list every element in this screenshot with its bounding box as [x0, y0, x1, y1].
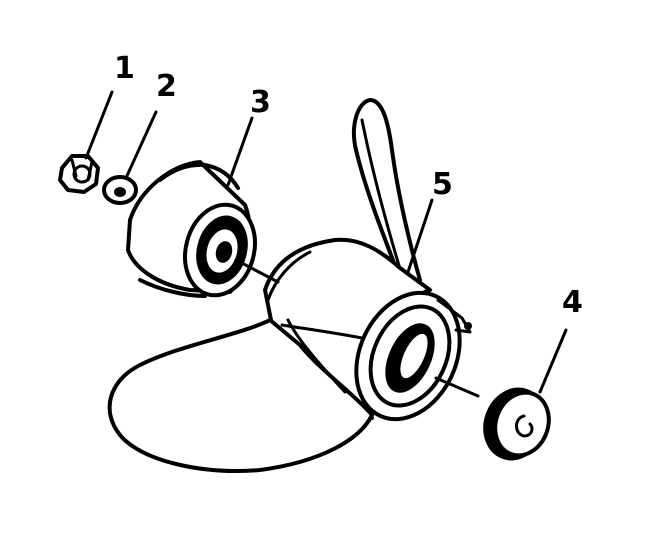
prop-nut-facet	[70, 158, 94, 182]
leader-2	[124, 110, 158, 180]
propeller-shaft-line	[434, 376, 480, 398]
callout-leaders	[84, 90, 568, 394]
prop-washer-hole	[114, 187, 126, 197]
thrust-spacer	[126, 160, 280, 298]
propeller-lower-blade-inner	[286, 318, 347, 394]
propeller	[107, 98, 480, 473]
thrust-spacer-shaft-line	[234, 258, 280, 284]
leader-5	[406, 198, 434, 274]
propeller-lower-blade-crease	[280, 323, 364, 340]
thrust-spacer-bottom-edge	[138, 278, 207, 298]
callout-1: 1	[114, 51, 135, 86]
thrust-spacer-top-edge	[158, 162, 240, 190]
callout-5: 5	[432, 167, 453, 202]
callout-2: 2	[156, 69, 177, 104]
propeller-front-rim-inner	[368, 304, 452, 408]
thrust-spacer-bore	[215, 241, 233, 263]
leader-1	[84, 90, 114, 160]
rear-thrust-washer-face	[493, 390, 551, 458]
leader-3	[226, 116, 254, 187]
leader-4	[538, 328, 568, 394]
callout-4: 4	[562, 285, 583, 320]
callout-3: 3	[250, 85, 271, 120]
propeller-hub-edge	[266, 250, 312, 302]
propeller-rim-dot	[464, 322, 472, 330]
prop-nut-body	[58, 154, 100, 194]
prop-nut	[58, 154, 100, 194]
prop-washer	[102, 175, 138, 205]
propeller-upper-blade	[351, 98, 422, 287]
callout-labels: 1 2 3 4 5	[114, 51, 583, 320]
propeller-lower-blade	[107, 318, 374, 473]
rear-thrust-washer	[483, 387, 551, 461]
propeller-front-rim-bore-highlight	[400, 333, 428, 379]
propeller-upper-blade-edge	[360, 118, 406, 284]
rear-thrust-washer-hole	[515, 414, 534, 438]
